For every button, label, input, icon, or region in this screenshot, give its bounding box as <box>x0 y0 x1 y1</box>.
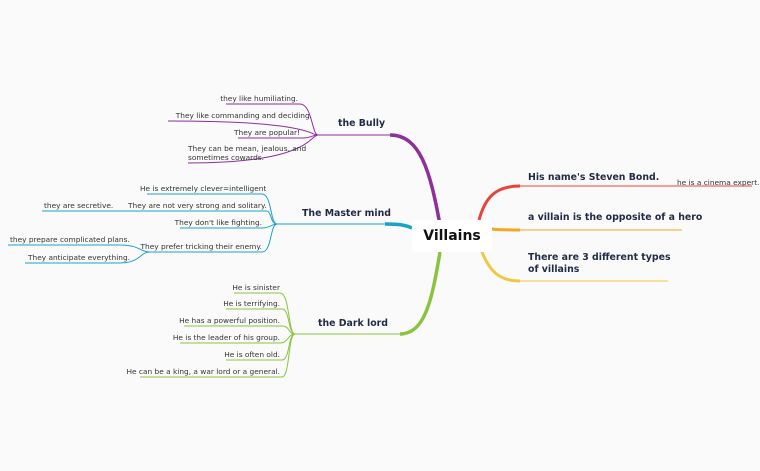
master-child-no-fighting[interactable]: They don't like fighting. <box>174 218 262 227</box>
branch-master-mind[interactable]: The Master mind <box>302 208 392 219</box>
dark-child-leader[interactable]: He is the leader of his group. <box>172 333 280 342</box>
steven-child-cinema-expert[interactable]: he is a cinema expert. <box>677 178 760 187</box>
dark-child-old[interactable]: He is often old. <box>224 350 280 359</box>
branch-opposite-hero[interactable]: a villain is the opposite of a hero <box>528 212 703 223</box>
master-child-secretive[interactable]: they are secretive. <box>44 201 114 210</box>
master-child-clever[interactable]: He is extremely clever=intelligent <box>140 184 267 193</box>
branch-three-types[interactable]: There are 3 different types of villains <box>528 252 671 275</box>
bully-child-humiliating[interactable]: they like humiliating. <box>220 94 298 103</box>
branch-dark-lord[interactable]: the Dark lord <box>318 318 388 329</box>
bully-child-commanding[interactable]: They like commanding and deciding. <box>175 111 312 120</box>
central-topic[interactable]: Villains <box>412 220 492 252</box>
dark-child-king[interactable]: He can be a king, a war lord or a genera… <box>126 367 280 376</box>
dark-child-powerful[interactable]: He has a powerful position. <box>179 316 280 325</box>
branch-bully[interactable]: the Bully <box>338 118 386 129</box>
steven-connectors <box>477 184 752 221</box>
master-child-complicated-plans[interactable]: they prepare complicated plans. <box>10 235 130 244</box>
dark-child-terrifying[interactable]: He is terrifying. <box>223 299 280 308</box>
master-connectors <box>8 193 413 264</box>
types-connectors <box>480 251 668 283</box>
branch-steven-bond[interactable]: His name's Steven Bond. <box>528 172 660 183</box>
bully-child-mean[interactable]: They can be mean, jealous, and sometimes… <box>188 144 307 162</box>
bully-connectors <box>167 103 442 226</box>
master-child-not-strong[interactable]: They are not very strong and solitary. <box>128 201 267 210</box>
bully-child-popular[interactable]: They are popular! <box>234 128 300 137</box>
opposite-connectors <box>491 227 682 232</box>
dark-connectors <box>140 251 442 378</box>
master-child-tricking[interactable]: They prefer tricking their enemy. <box>140 242 262 251</box>
master-child-anticipate[interactable]: They anticipate everything. <box>28 253 131 262</box>
dark-child-sinister[interactable]: He is sinister <box>232 283 280 292</box>
